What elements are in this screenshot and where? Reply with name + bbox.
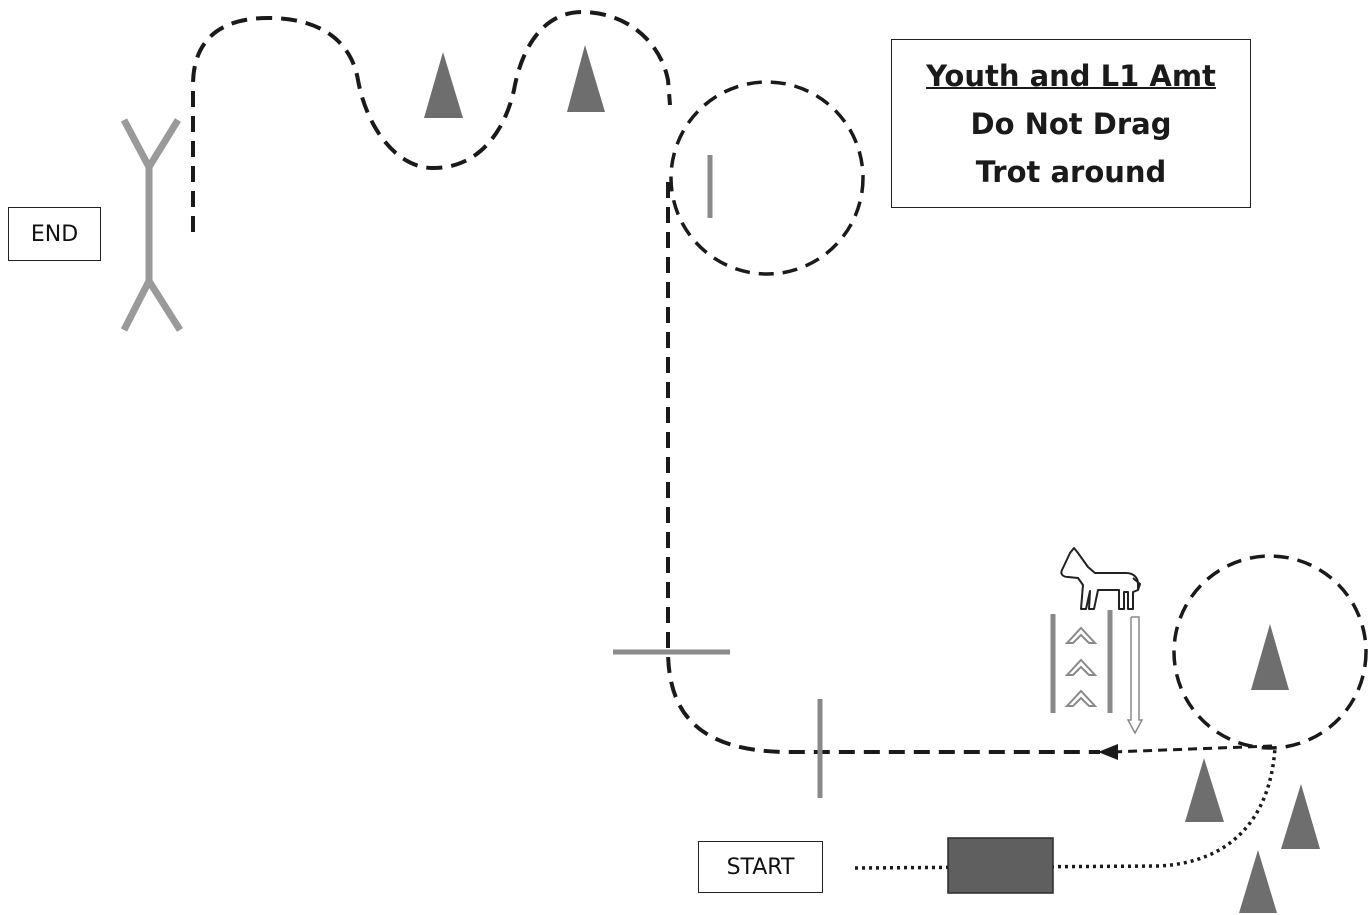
cone-1 [424,52,463,118]
cone-2 [567,45,605,112]
cone-3 [1251,624,1289,690]
instructions-line-drag: Do Not Drag [970,106,1172,141]
instructions-box: Youth and L1 Amt Do Not Drag Trot around [891,39,1251,208]
dashed-circle-bottom [1172,554,1368,750]
cone-4 [1185,758,1224,822]
cone-5 [1281,784,1320,849]
arrow-left-icon [1098,744,1118,760]
end-label: END [8,207,101,261]
y-gate-obstacle [120,118,183,332]
dashed-circle-top [669,80,865,276]
horse-icon [1060,547,1141,610]
path-serpentine-top [191,9,672,232]
path-thin-left [1111,744,1273,754]
chevron-up-icon [1064,626,1098,707]
instructions-line-trot: Trot around [975,154,1167,189]
cone-6 [1239,850,1277,913]
start-label: START [698,841,823,893]
instructions-title: Youth and L1 Amt [926,58,1216,93]
poles [613,155,1113,798]
arrow-down-icon [1126,616,1144,735]
cones [424,45,1320,913]
path-vertical-down [666,182,1100,754]
start-box-obstacle [947,837,1054,894]
